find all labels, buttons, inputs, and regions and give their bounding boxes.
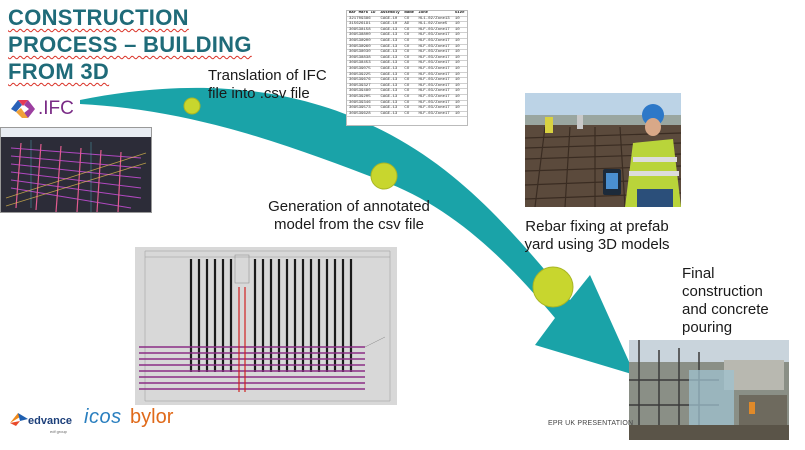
edvance-logo-text: edvance	[28, 415, 72, 427]
csv-cell: HLF-03/Zone17	[416, 38, 452, 44]
csv-cell: HLF-03/Zone17	[416, 61, 452, 67]
csv-cell: HLF-03/Zone17	[416, 100, 452, 106]
icos-logo: icos	[84, 406, 128, 432]
icos-logo-text: icos	[84, 406, 122, 429]
csv-cell: HLF-03/Zone17	[416, 50, 452, 56]
step-dot-2	[370, 162, 398, 190]
caption-rebar-fixing: Rebar fixing at prefab yard using 3D mod…	[509, 218, 685, 254]
csv-cell: CO	[402, 111, 416, 117]
ifc-logo: .IFC	[8, 95, 98, 123]
csv-cell: HLF-03/Zone17	[416, 33, 452, 39]
csv-row: 309538453CAGE-13COHLF-03/Zone1710	[347, 61, 467, 67]
caption-final-construction: Final construction and concrete pouring	[682, 265, 797, 337]
footer-presentation-label: EPR UK PRESENTATION	[548, 420, 633, 427]
csv-header-cell: Assembly	[378, 11, 402, 16]
edvance-logo-subtext: edf group	[50, 429, 67, 434]
csv-cell: HLF-03/Zone17	[416, 66, 452, 72]
csv-cell: 10	[453, 111, 467, 117]
csv-cell: HLF-03/Zone17	[416, 83, 452, 89]
csv-cell: HLF-03/Zone17	[416, 72, 452, 78]
csv-cell: HLF-03/Zone17	[416, 106, 452, 112]
csv-cell: HLF-03/Zone17	[416, 111, 452, 117]
csv-cell: HL1-02/Zone13	[416, 16, 452, 22]
csv-cell: HLF-03/Zone17	[416, 89, 452, 95]
csv-cell: 309539628	[347, 111, 378, 117]
csv-cell: CAGE-13	[378, 111, 402, 117]
ifc-3d-model-screenshot	[0, 127, 152, 213]
ifc-logo-icon	[8, 96, 38, 122]
bylor-logo-text: bylor	[130, 406, 173, 429]
csv-cell: HLF-03/Zone17	[416, 44, 452, 50]
caption-annotated-model: Generation of annotated model from the c…	[246, 198, 452, 234]
edvance-logo: edvance edf group	[8, 411, 86, 441]
csv-cell: HLF-03/Zone17	[416, 78, 452, 84]
csv-header-cell: Bar Mark ID	[347, 11, 378, 16]
bylor-logo: bylor	[130, 406, 182, 432]
csv-cell: HLF-03/Zone17	[416, 55, 452, 61]
caption-translation: Translation of IFC file into .csv file	[208, 67, 378, 103]
edvance-logo-icon	[8, 411, 30, 427]
csv-cell: HLF-03/Zone17	[416, 94, 452, 100]
step-dot-1	[183, 97, 201, 115]
final-construction-photo	[629, 340, 789, 440]
step-dot-3	[532, 266, 574, 308]
ifc-logo-text: .IFC	[38, 98, 74, 120]
annotated-rebar-drawing	[135, 247, 397, 405]
rebar-fixing-photo	[525, 93, 681, 207]
